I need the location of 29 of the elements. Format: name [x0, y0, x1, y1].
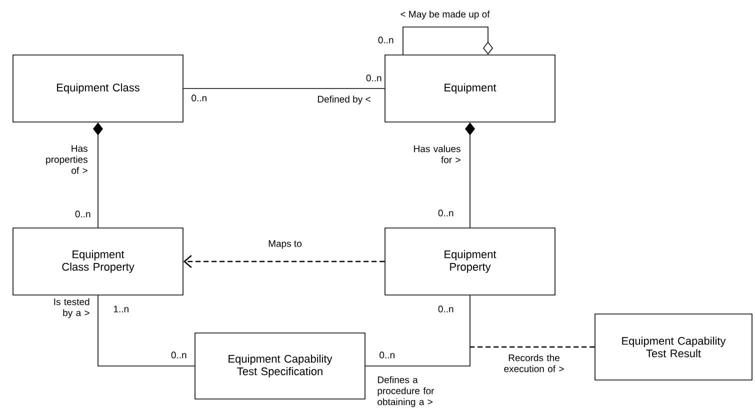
multiplicity-label: 0..n: [378, 36, 394, 44]
edge-label: Maps to: [268, 240, 302, 249]
multiplicity-label: 0..n: [171, 352, 186, 358]
class-box: Equipment Class Property: [12, 228, 184, 296]
edge-label: Records the execution of >: [504, 354, 564, 372]
connector: [183, 255, 385, 268]
edge-label: Is tested by a >: [54, 298, 90, 318]
multiplicity-label: 0..n: [75, 210, 90, 218]
connector: [183, 88, 385, 89]
multiplicity-label: 0..n: [380, 352, 394, 358]
edge-label: Defines a procedure for obtaining a >: [378, 376, 434, 408]
multiplicity-label: 0..n: [438, 306, 454, 312]
edge-label: < May be made up of: [400, 10, 490, 20]
connector: [365, 295, 470, 366]
connector: [98, 295, 195, 366]
edge-label: Has values for >: [414, 145, 460, 164]
class-box: Equipment: [384, 54, 556, 122]
edge-label: Has properties of >: [46, 145, 88, 174]
class-box: Equipment Capability Test Specification: [194, 332, 366, 400]
connector: [470, 346, 595, 348]
class-box: Equipment Capability Test Result: [594, 314, 752, 380]
class-box: Equipment Property: [384, 228, 556, 296]
edge-label: Defined by <: [318, 96, 370, 104]
multiplicity-label: 0..n: [366, 74, 382, 82]
multiplicity-label: 0..n: [192, 94, 206, 102]
connector: [402, 26, 493, 55]
class-box: Equipment Class: [12, 54, 184, 122]
multiplicity-label: 1..n: [114, 306, 128, 312]
multiplicity-label: 0..n: [438, 210, 454, 216]
